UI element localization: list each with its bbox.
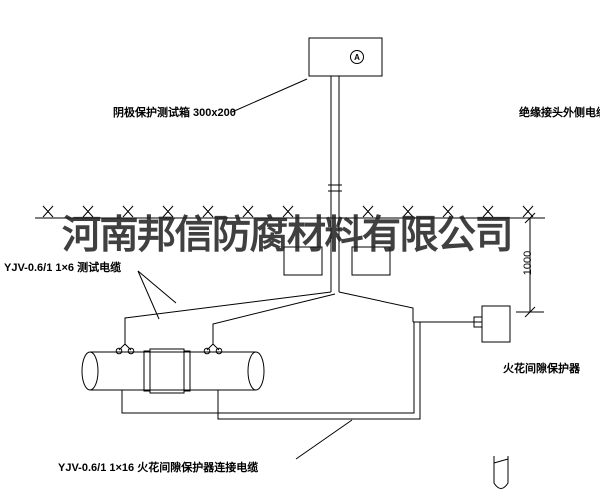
- connection-cable-leader-line: [295, 419, 353, 460]
- meter-symbol-letter: A: [354, 53, 360, 62]
- protector-connection-cables: [121, 322, 421, 420]
- concrete-blocks: [283, 246, 391, 276]
- test-box-symbol: [308, 37, 383, 77]
- connection-cable-label: YJV-0.6/1 1×16 火花间隙保护器连接电缆: [58, 462, 259, 474]
- dimension-1000-label: 1000: [522, 250, 534, 276]
- test-cable-label: YJV-0.6/1 1×6 测试电缆: [4, 262, 122, 274]
- test-cable-leader-lines: [137, 270, 177, 320]
- ground-line: [35, 205, 545, 219]
- outer-cable-label: 绝缘接头外侧电缆: [519, 107, 600, 119]
- pipe-clamp-symbol: [493, 456, 509, 489]
- dimension-line: [516, 212, 544, 318]
- spark-gap-protector-symbol: [473, 305, 511, 343]
- insulating-joint: [143, 348, 191, 394]
- ground-hatch-marks: [42, 205, 534, 218]
- test-cables: [118, 291, 482, 351]
- cable-connection-dots: [115, 347, 223, 355]
- test-box-label: 阴极保护测试箱 300x200: [113, 107, 236, 119]
- test-box-leader-line: [231, 78, 308, 113]
- spark-gap-protector-label: 火花间隙保护器: [503, 363, 580, 375]
- pipeline: [81, 351, 265, 391]
- conduit-riser: [328, 76, 342, 292]
